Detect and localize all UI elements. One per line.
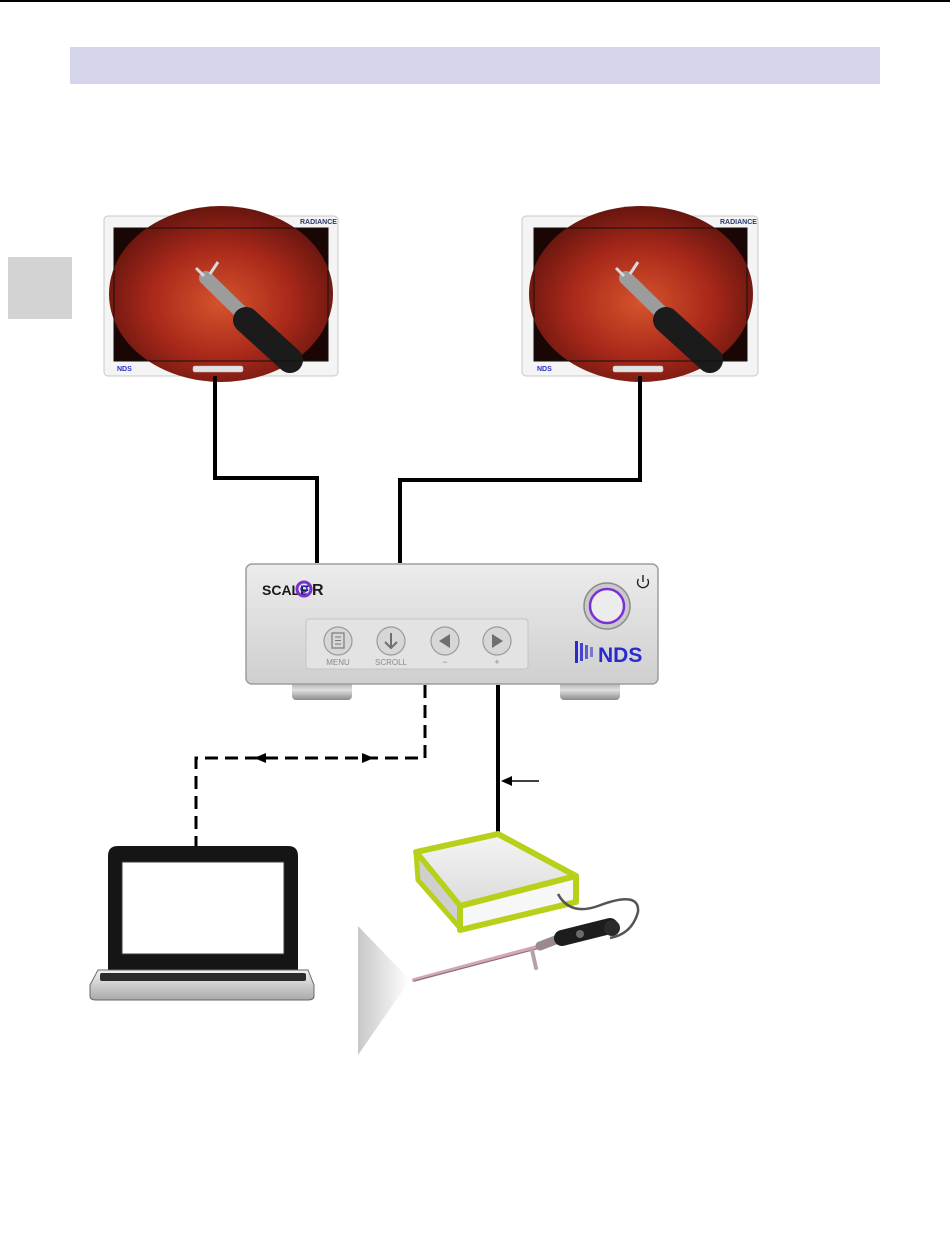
processor-logo-suffix: R bbox=[312, 582, 324, 599]
camera-head-coupler bbox=[604, 920, 620, 936]
processor-unit: SCALE R MENU SCROLL − bbox=[246, 564, 658, 700]
button-label-plus: + bbox=[494, 657, 499, 667]
button-label-menu: MENU bbox=[326, 658, 350, 667]
monitor-left: RADIANCE NDS bbox=[104, 206, 338, 382]
arrow-left-marker bbox=[254, 753, 266, 763]
camera-box bbox=[416, 834, 576, 930]
laptop bbox=[90, 846, 314, 1000]
button-label-scroll: SCROLL bbox=[375, 658, 408, 667]
monitor-left-top-badge: RADIANCE bbox=[300, 219, 337, 226]
scope-shaft-shade bbox=[414, 946, 548, 981]
monitor-right-top-badge: RADIANCE bbox=[720, 219, 757, 226]
camera-head-button bbox=[576, 930, 584, 938]
signal-direction-arrow bbox=[501, 776, 512, 786]
monitor-right-controls bbox=[613, 366, 663, 372]
monitor-left-controls bbox=[193, 366, 243, 372]
monitor-right-brand: NDS bbox=[537, 366, 552, 373]
processor-button-menu[interactable]: MENU bbox=[324, 627, 352, 667]
cable-left-monitor bbox=[215, 376, 317, 563]
cable-right-monitor bbox=[400, 376, 640, 563]
light-projection-wedge bbox=[358, 926, 410, 1055]
button-label-minus: − bbox=[442, 657, 447, 667]
monitor-left-brand: NDS bbox=[117, 366, 132, 373]
scope-shaft bbox=[414, 944, 548, 980]
processor-button-scroll[interactable]: SCROLL bbox=[375, 627, 408, 667]
processor-power-button[interactable] bbox=[584, 583, 630, 629]
processor-brand: NDS bbox=[598, 644, 642, 667]
arrow-right-marker bbox=[362, 753, 374, 763]
camera-head bbox=[562, 926, 610, 938]
scope-light-post bbox=[532, 950, 536, 968]
cable-laptop-dashed bbox=[196, 685, 425, 846]
laptop-screen bbox=[122, 862, 284, 954]
laptop-keyboard bbox=[100, 973, 306, 981]
monitor-right: RADIANCE NDS bbox=[522, 206, 758, 382]
power-ring-icon bbox=[590, 589, 624, 623]
